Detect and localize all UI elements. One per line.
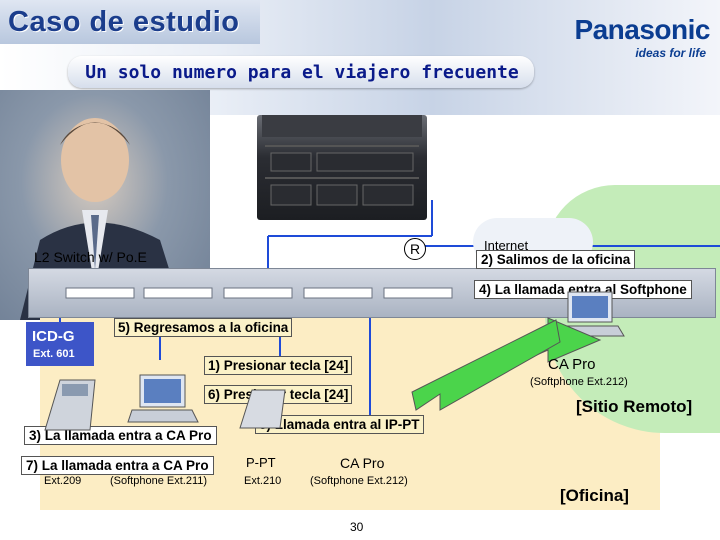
step-2-label: 2) Salimos de la oficina (476, 250, 636, 269)
subtitle-bar (68, 56, 534, 88)
internet-label: Internet (484, 238, 529, 253)
step-1-label: 1) Presionar tecla [24] (204, 356, 353, 375)
icd-g-badge: ICD-G Ext. 601 (26, 322, 94, 366)
softphone-212-remote-label: (Softphone Ext.212) (530, 376, 628, 388)
capro-remote-label: CA Pro (548, 356, 596, 373)
ext-210-label: Ext.210 (244, 475, 282, 487)
step-7-label: 7) La llamada entra a CA Pro (21, 456, 214, 475)
panasonic-logo: Panasonic (574, 14, 710, 45)
ip-pt-phone-icon (239, 389, 286, 429)
ext-209-label: Ext.209 (44, 475, 82, 487)
laptop-icon (127, 374, 199, 423)
slide-subtitle: Un solo numero para el viajero frecuente (85, 62, 519, 83)
step-3-label: 3) La llamada entra a CA Pro (24, 426, 217, 445)
router-icon: R (404, 238, 426, 260)
step-8-label: 8) Llamada entra al IP-PT (255, 415, 424, 434)
softphone-211-label: (Softphone Ext.211) (110, 475, 208, 487)
switch-ports-icon (65, 287, 453, 299)
icd-g-title: ICD-G (32, 328, 75, 345)
icd-g-extension: Ext. 601 (33, 348, 75, 360)
remote-site-label: [Sitio Remoto] (576, 397, 693, 416)
pbx-top-panel (262, 115, 422, 137)
switch-label: L2 Switch w/ Po.E (34, 249, 147, 265)
ip-phone-icon (44, 379, 96, 431)
pbx-slots-icon (265, 145, 419, 206)
softphone-212-office-label: (Softphone Ext.212) (310, 475, 408, 487)
logo-tagline: ideas for life (635, 46, 706, 60)
step-5-label: 5) Regresamos a la oficina (114, 318, 293, 337)
page-number: 30 (350, 520, 364, 534)
page-title: Caso de estudio (8, 6, 240, 38)
title-background (0, 0, 260, 44)
office-devices-icons (44, 374, 286, 431)
return-arrow-icon (411, 319, 561, 411)
capro-office-label: CA Pro (340, 455, 385, 471)
office-label: [Oficina] (560, 486, 629, 505)
ip-pt-label: P-PT (246, 455, 276, 470)
